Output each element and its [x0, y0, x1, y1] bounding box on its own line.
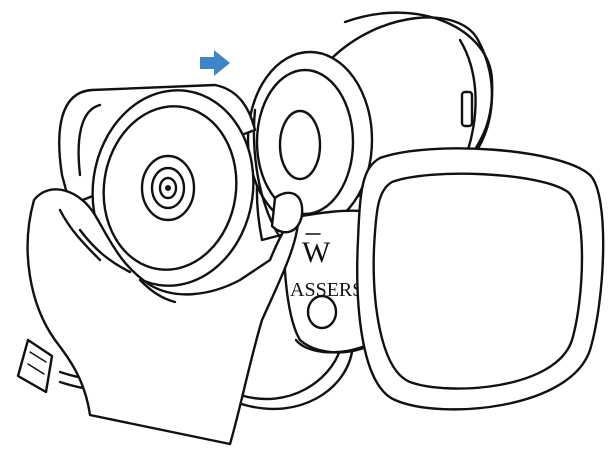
brand-wordmark: ASSERST [290, 279, 376, 301]
silicone-cover [356, 147, 605, 411]
camera-lens-face [91, 89, 255, 287]
brand-logo: W ASSERST [290, 233, 376, 301]
thumb [270, 191, 304, 234]
sensor-button [306, 294, 338, 330]
camera-body-front [283, 209, 382, 354]
right-arrow-icon [200, 50, 230, 76]
logo-letter: W [302, 236, 331, 269]
lens-icon [165, 185, 171, 191]
camera-housing [246, 11, 494, 262]
cable-plug [16, 338, 54, 394]
hand-with-camera [26, 83, 304, 446]
